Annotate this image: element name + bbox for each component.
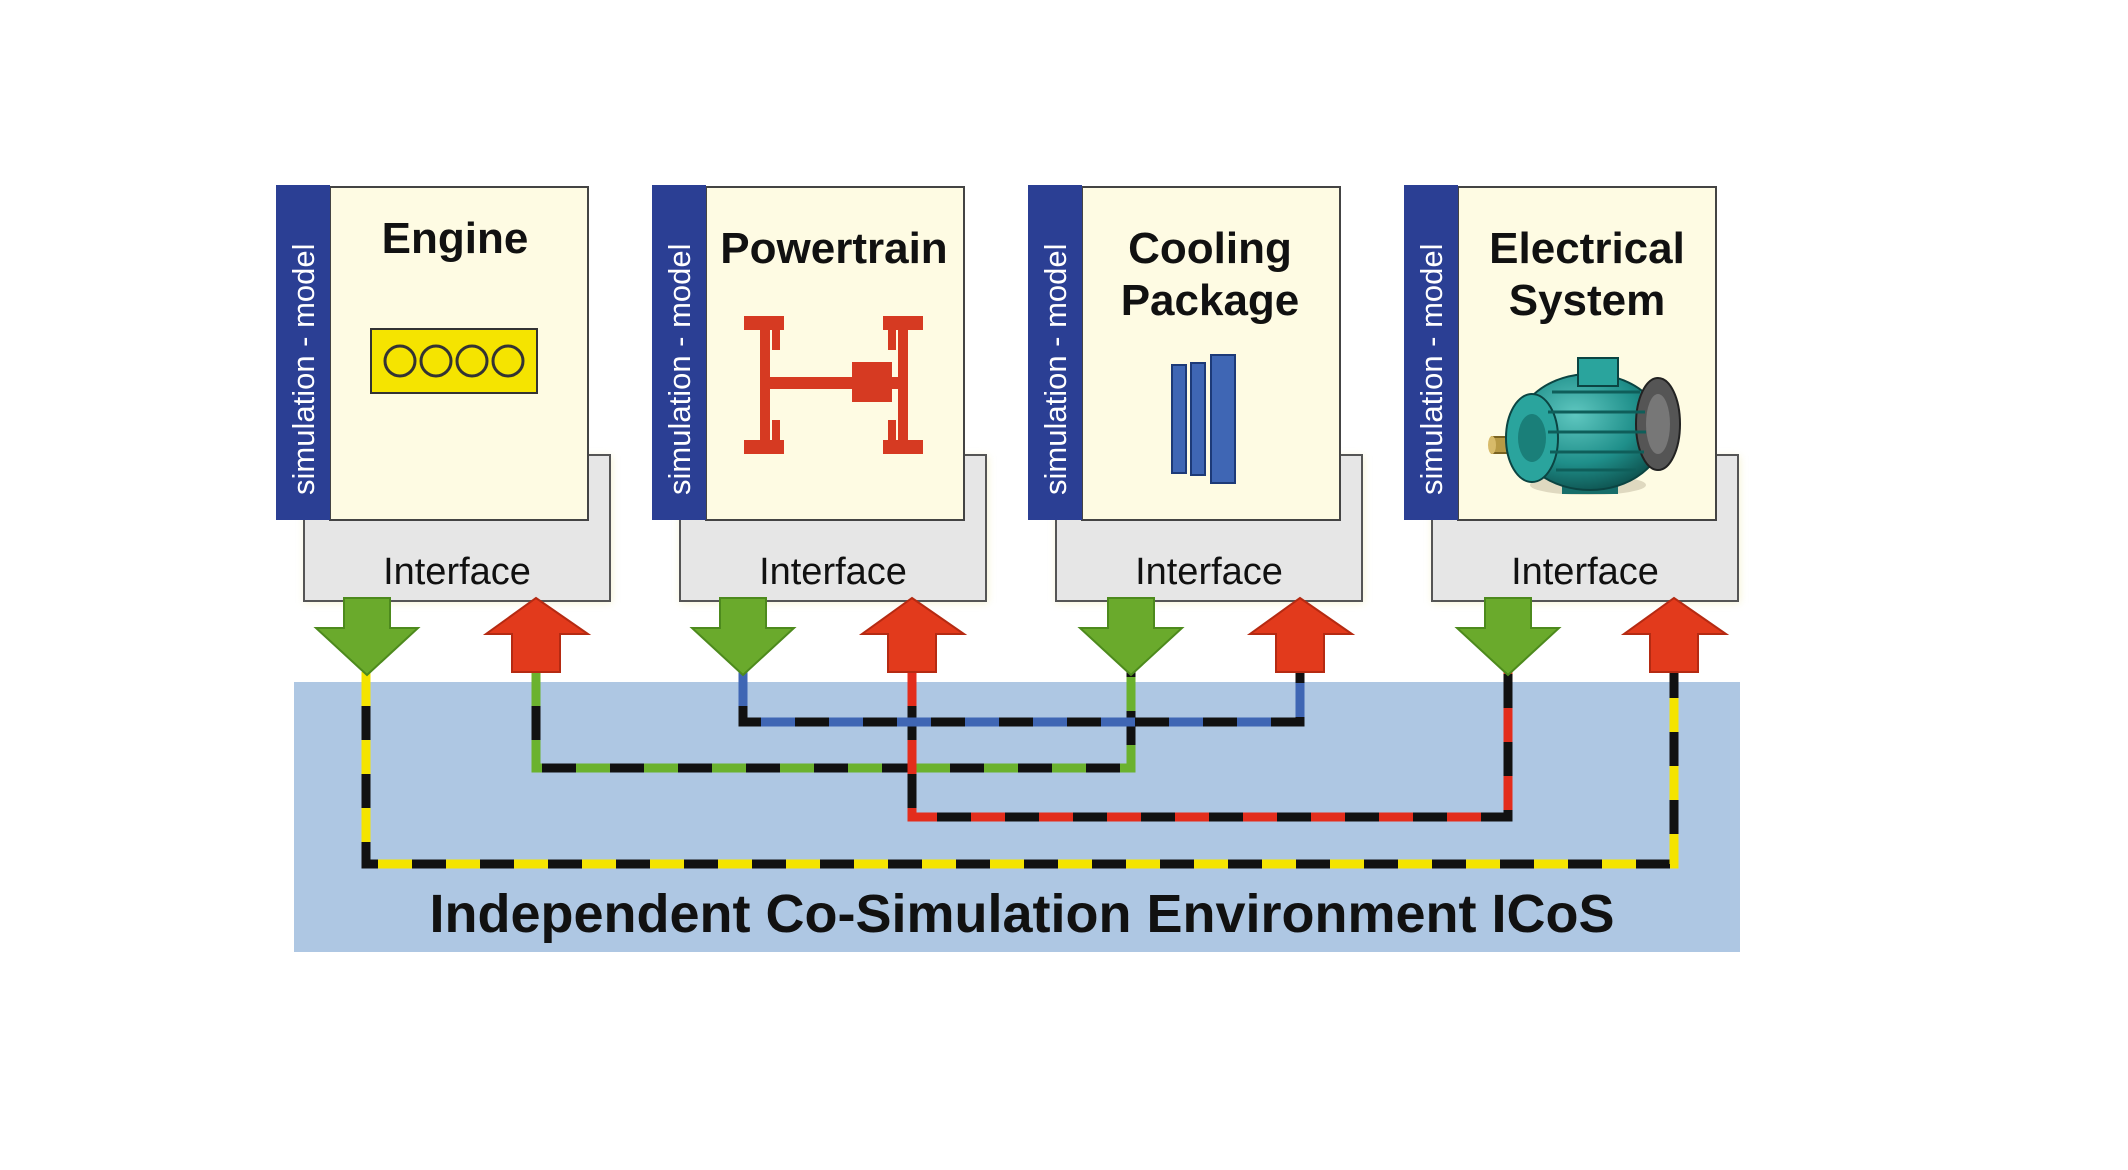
bus-red [907,672,1513,822]
module-title: Engine [382,214,529,263]
bus-blue [738,672,1305,727]
interface-label: Interface [759,551,907,593]
output-arrow-down [313,597,421,677]
module-cooling-package: Interface simulation - model Cooling Pac… [1028,185,1364,677]
engine-icon [370,328,538,394]
side-label: simulation - model [286,243,321,495]
module-title: Powertrain [720,224,947,273]
electric-motor-icon [1488,357,1681,495]
input-arrow-up [1246,596,1356,673]
input-arrow-up [858,596,968,673]
module-title-line-2: System [1509,276,1666,325]
side-bar [1028,185,1082,520]
interface-label: Interface [383,551,531,593]
module-title-line-2: Package [1121,276,1300,325]
input-arrow-up [482,596,592,673]
model-box [705,186,965,521]
module-engine: Interface simulation - model Engine [276,185,612,677]
bus-yellow [361,672,1679,869]
side-label: simulation - model [1414,243,1449,495]
module-title-line-1: Electrical [1489,224,1685,273]
module-electrical-system: Interface simulation - model Electrical … [1404,185,1740,677]
output-arrow-down [1454,597,1562,677]
output-arrow-down [1077,597,1185,677]
side-bar [1404,185,1458,520]
side-bar [652,185,706,520]
environment-label: Independent Co-Simulation Environment IC… [429,884,1614,944]
side-label: simulation - model [662,243,697,495]
output-arrow-down [689,597,797,677]
cooling-package-icon [1171,354,1236,484]
module-powertrain: Interface simulation - model Powertrain [652,185,988,677]
side-bar [276,185,330,520]
input-arrow-up [1620,596,1730,673]
module-title-line-1: Cooling [1128,224,1292,273]
side-label: simulation - model [1038,243,1073,495]
interface-label: Interface [1511,551,1659,593]
powertrain-icon [744,316,923,454]
interface-label: Interface [1135,551,1283,593]
